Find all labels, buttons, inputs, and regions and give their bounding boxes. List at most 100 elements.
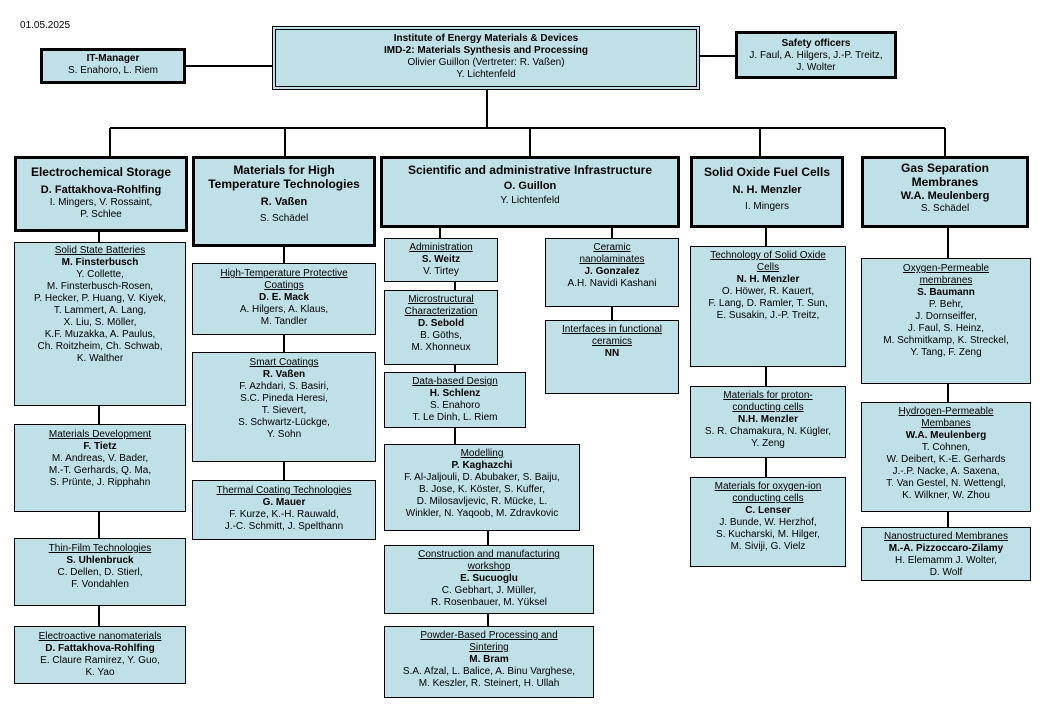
dept-title: Electrochemical Storage: [30, 165, 172, 179]
group-member: J. Bunde, W. Herzhof,: [719, 517, 817, 528]
group-proton-conducting: Materials for proton- conducting cells N…: [690, 386, 846, 458]
group-interfaces-ceramics: Interfaces in functional ceramics NN: [545, 320, 679, 394]
group-member: Y. Tang, F. Zeng: [910, 347, 982, 358]
group-member: M.-T. Gerhards, Q. Ma,: [48, 465, 152, 476]
dept-electrochemical-storage: Electrochemical Storage D. Fattakhova-Ro…: [14, 156, 188, 232]
group-member: O. Höwer, R. Kauert,: [721, 286, 815, 297]
dept-gas-separation: Gas Separation Membranes W.A. Meulenberg…: [861, 156, 1029, 228]
group-member: S. Kucharski, M. Hilger,: [716, 529, 820, 540]
dept-title: Materials for High: [233, 163, 335, 177]
group-member: V. Tirtey: [423, 266, 459, 277]
group-title: Sintering: [469, 642, 509, 653]
group-member: H. Elemamm J. Wolter,: [894, 555, 998, 566]
dept-title: Membranes: [911, 175, 979, 189]
group-member: D. Milosavljevic, R. Mücke, L.: [416, 496, 548, 507]
group-member: M. Schmitkamp, K. Streckel,: [883, 335, 1009, 346]
group-member: C. Dellen, D. Stierl,: [57, 567, 143, 578]
group-member: X. Liu, S. Möller,: [63, 317, 137, 328]
dept-high-temperature: Materials for High Temperature Technolog…: [192, 156, 376, 247]
group-title: Microstructural: [408, 294, 474, 305]
group-member: W. Deibert, K.-E. Gerhards: [886, 454, 1006, 465]
group-title: Technology of Solid Oxide: [710, 250, 826, 261]
group-title: Hydrogen-Permeable: [898, 406, 994, 417]
group-lead: M. Finsterbusch: [61, 257, 139, 268]
group-smart-coatings: Smart Coatings R. Vaßen F. Azhdari, S. B…: [192, 352, 376, 462]
group-member: A. Hilgers, A. Klaus,: [239, 304, 329, 315]
group-member: Y. Collette,: [76, 269, 124, 280]
group-lead: C. Lenser: [745, 505, 791, 516]
date-label: 01.05.2025: [20, 20, 71, 31]
group-title: workshop: [467, 561, 511, 572]
institute-name: Institute of Energy Materials & Devices: [393, 33, 579, 44]
group-title: Oxygen-Permeable: [902, 263, 990, 274]
group-title: Electroactive nanomaterials: [38, 631, 162, 642]
group-member: S.C. Pineda Heresi,: [240, 393, 328, 404]
dept-sofc: Solid Oxide Fuel Cells N. H. Menzler I. …: [690, 156, 844, 228]
group-member: K. Wilkner, W. Zhou: [902, 490, 990, 501]
group-title: conducting cells: [732, 402, 804, 413]
group-title: Materials for proton-: [723, 390, 813, 401]
group-solid-state-batteries: Solid State Batteries M. Finsterbusch Y.…: [14, 242, 186, 406]
dept-lead: W.A. Meulenberg: [900, 190, 990, 202]
group-lead: R. Vaßen: [262, 369, 306, 380]
institute-header-box: Institute of Energy Materials & Devices …: [272, 26, 700, 90]
group-title: Solid State Batteries: [54, 245, 146, 256]
group-member: S. Prünte, J. Ripphahn: [49, 477, 151, 488]
group-member: M. Andreas, V. Bader,: [51, 453, 149, 464]
group-microstructural: Microstructural Characterization D. Sebo…: [384, 290, 498, 365]
group-member: S. Schwartz-Lückge,: [238, 417, 330, 428]
group-member: F. Lang, D. Ramler, T. Sun,: [708, 298, 828, 309]
safety-members-2: J. Wolter: [796, 62, 836, 73]
group-hydrogen-permeable: Hydrogen-Permeable Membanes W.A. Meulenb…: [861, 402, 1031, 512]
group-title: Modelling: [460, 448, 504, 459]
group-lead: D. Sebold: [417, 318, 465, 329]
group-member: M. Xhonneux: [411, 342, 471, 353]
group-title: nanolaminates: [579, 254, 645, 265]
dept-members: S. Schädel: [920, 203, 970, 214]
group-lead: J. Gonzalez: [584, 266, 640, 277]
institute-assistant: Y. Lichtenfeld: [456, 69, 516, 80]
group-member: S. R. Chamakura, N. Kügler,: [704, 426, 832, 437]
group-lead: N. H. Menzler: [736, 274, 800, 285]
group-thermal-coating: Thermal Coating Technologies G. Mauer F.…: [192, 480, 376, 540]
group-member: F. Azhdari, S. Basiri,: [239, 381, 329, 392]
dept-members: P. Schlee: [80, 209, 122, 220]
group-member: C. Gebhart, J. Müller,: [441, 585, 537, 596]
group-member: Y. Zeng: [751, 438, 785, 449]
group-technology-soc: Technology of Solid Oxide Cells N. H. Me…: [690, 246, 846, 367]
group-member: T. Van Gestel, N. Wettengl,: [886, 478, 1006, 489]
dept-members: I. Mingers, V. Rossaint,: [49, 197, 153, 208]
group-powder-processing: Powder-Based Processing and Sintering M.…: [384, 626, 594, 698]
group-member: E. Susakin, J.-P. Treitz,: [716, 310, 820, 321]
dept-lead: O. Guillon: [503, 180, 557, 192]
group-lead: D. E. Mack: [258, 292, 310, 303]
dept-members: S. Schädel: [259, 213, 309, 224]
group-title: Thin-Film Technologies: [48, 543, 152, 554]
group-member: B. Göths,: [420, 330, 462, 341]
institute-director: Olivier Guillon (Vertreter: R. Vaßen): [407, 57, 565, 68]
group-member: S. Enahoro: [429, 400, 481, 411]
group-title: ceramics: [591, 336, 632, 347]
group-lead: S. Uhlenbruck: [66, 555, 134, 566]
it-manager-box: IT-Manager S. Enahoro, L. Riem: [40, 48, 186, 84]
group-lead: G. Mauer: [262, 497, 306, 508]
group-oxygen-ion-conducting: Materials for oxygen-ion conducting cell…: [690, 477, 846, 567]
group-modelling: Modelling P. Kaghazchi F. Al-Jaljouli, D…: [384, 444, 580, 531]
group-title: Ceramic: [593, 242, 631, 253]
group-member: M. Tandler: [260, 316, 308, 327]
group-thin-film: Thin-Film Technologies S. Uhlenbruck C. …: [14, 538, 186, 606]
group-title: Materials Development: [48, 429, 152, 440]
dept-lead: R. Vaßen: [260, 196, 308, 208]
group-title: Administration: [409, 242, 473, 253]
group-construction-workshop: Construction and manufacturing workshop …: [384, 545, 594, 614]
it-manager-members: S. Enahoro, L. Riem: [67, 65, 159, 76]
group-member: P. Hecker, P. Huang, V. Kiyek,: [33, 293, 167, 304]
group-member: R. Rosenbauer, M. Yüksel: [431, 597, 547, 608]
group-member: M. Finsterbusch-Rosen,: [46, 281, 154, 292]
group-title: Membanes: [921, 418, 971, 429]
group-member: T. Lammert, A. Lang,: [53, 305, 147, 316]
dept-lead: D. Fattakhova-Rohlfing: [40, 184, 162, 196]
group-nanostructured-membranes: Nanostructured Membranes M.-A. Pizzoccar…: [861, 527, 1031, 581]
group-member: Winkler, N. Yaqoob, M. Zdravkovic: [405, 508, 559, 519]
group-member: J. Faul, S. Heinz,: [907, 323, 985, 334]
